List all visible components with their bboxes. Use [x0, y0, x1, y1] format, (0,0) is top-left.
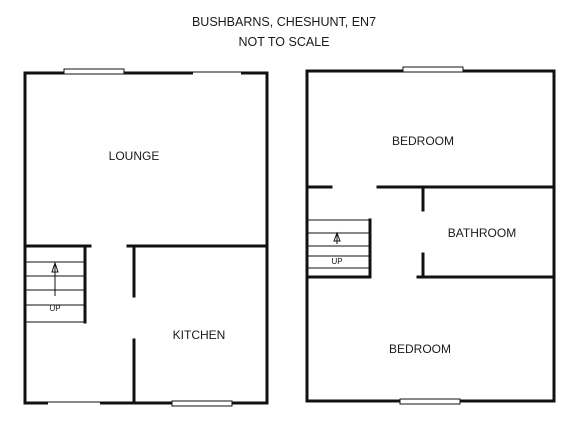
first-stairs: UP — [307, 219, 370, 269]
plan-title: BUSHBARNS, CHESHUNT, EN7 — [192, 15, 376, 29]
bedroom-top-label: BEDROOM — [392, 134, 454, 148]
lounge-label: LOUNGE — [109, 149, 160, 163]
lounge-opening — [193, 71, 241, 75]
plan-subtitle: NOT TO SCALE — [238, 35, 329, 49]
ground-floor-outer-wall — [23, 71, 269, 405]
front-door-opening — [48, 401, 100, 405]
first-stair-arrow-icon — [333, 231, 341, 242]
bedroom-top-window — [402, 66, 464, 73]
ground-stairs: UP — [25, 261, 85, 323]
first-floor: UP BEDROOM BATHROOM BEDROOM — [305, 66, 556, 405]
ground-floor: UP LOUNGE KITCHEN — [23, 68, 269, 407]
bedroom-bottom-window — [399, 398, 461, 405]
stair-arrow-icon — [51, 261, 59, 273]
ground-stairs-label: UP — [49, 304, 60, 313]
kitchen-window — [171, 400, 233, 407]
kitchen-label: KITCHEN — [173, 328, 226, 342]
first-stairs-label: UP — [331, 257, 342, 266]
bathroom-label: BATHROOM — [448, 226, 516, 240]
bedroom-bottom-label: BEDROOM — [389, 342, 451, 356]
lounge-window — [63, 68, 125, 75]
